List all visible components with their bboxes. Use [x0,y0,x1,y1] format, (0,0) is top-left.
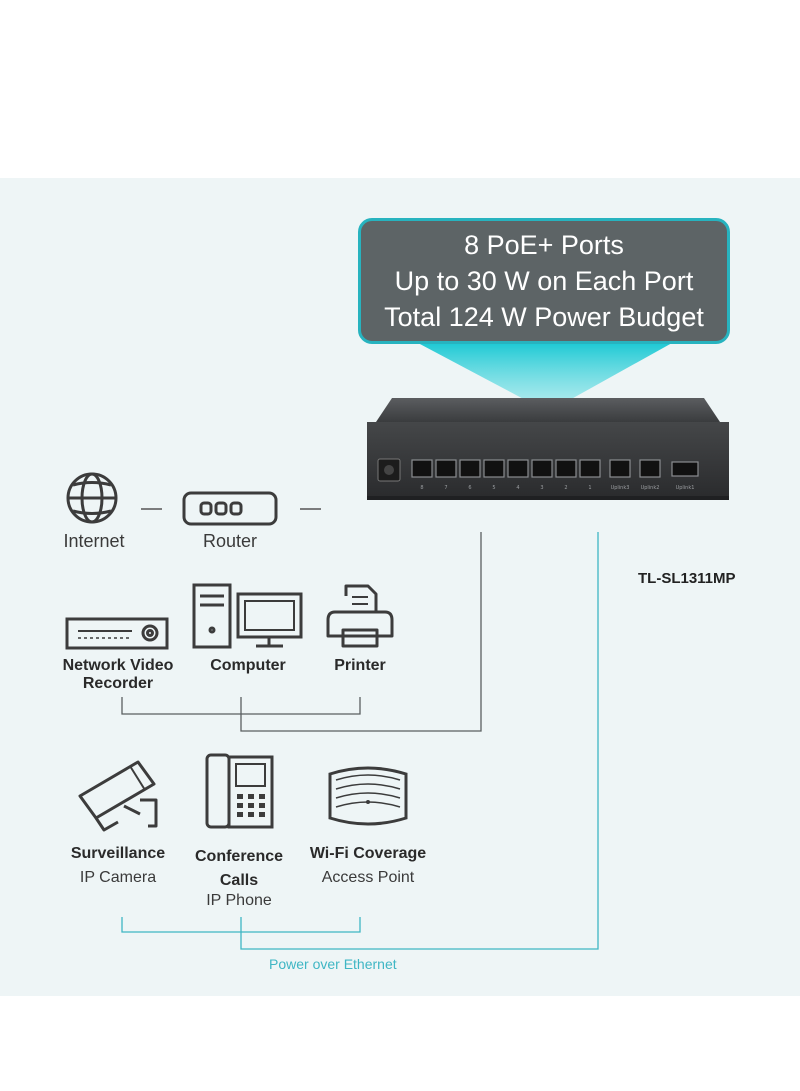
switch-port-label: 1 [588,485,591,491]
switch-port-label: 3 [540,485,543,491]
camera-subtitle: IP Camera [79,869,157,886]
poe-label: Power over Ethernet [269,956,397,972]
switch-port-label: 7 [444,485,447,491]
switch-port-label: 8 [420,485,423,491]
callout-line-budget: Total 124 W Power Budget [384,302,704,332]
phone-title: Conference Calls [184,845,294,893]
access-point-icon [328,766,408,826]
router-icon [182,491,278,526]
switch-port-label: 4 [516,485,519,491]
callout-line-per-port: Up to 30 W on Each Port [394,266,694,296]
ip-phone-icon [205,753,274,829]
data-connector-lines [121,532,482,732]
phone-title-line2: Calls [219,872,259,889]
router-label: Router [202,531,258,551]
switch-port-label: 2 [564,485,567,491]
phone-title-line1: Conference [194,848,284,865]
switch-port-label: Uplink3 [611,485,630,491]
internet-label: Internet [63,531,125,551]
access-point-title: Wi-Fi Coverage [309,845,427,862]
switch-port-label: 5 [492,485,495,491]
nvr-label: Network Video Recorder [50,657,186,693]
globe-icon [66,472,118,524]
model-label: TL-SL1311MP [638,570,736,587]
nvr-label-line1: Network Video [62,657,174,674]
callout-beam [418,343,672,412]
computer-icon [192,583,303,649]
printer-icon [326,584,394,648]
computer-label: Computer [210,657,286,674]
camera-title: Surveillance [70,845,166,862]
poe-callout-box: 8 PoE+ Ports Up to 30 W on Each Port Tot… [358,218,730,344]
printer-label: Printer [334,657,386,674]
callout-line-ports: 8 PoE+ Ports [464,230,624,260]
network-switch [367,398,729,500]
camera-icon [78,760,158,832]
nvr-label-line2: Recorder [82,675,154,692]
nvr-icon [65,617,169,650]
access-point-subtitle: Access Point [321,869,415,886]
phone-subtitle: IP Phone [206,892,272,909]
switch-ports [411,459,699,478]
switch-port-label: 6 [468,485,471,491]
poe-connector-lines [121,532,599,950]
switch-port-label: Uplink1 [676,485,695,491]
switch-port-label: Uplink2 [641,485,660,491]
